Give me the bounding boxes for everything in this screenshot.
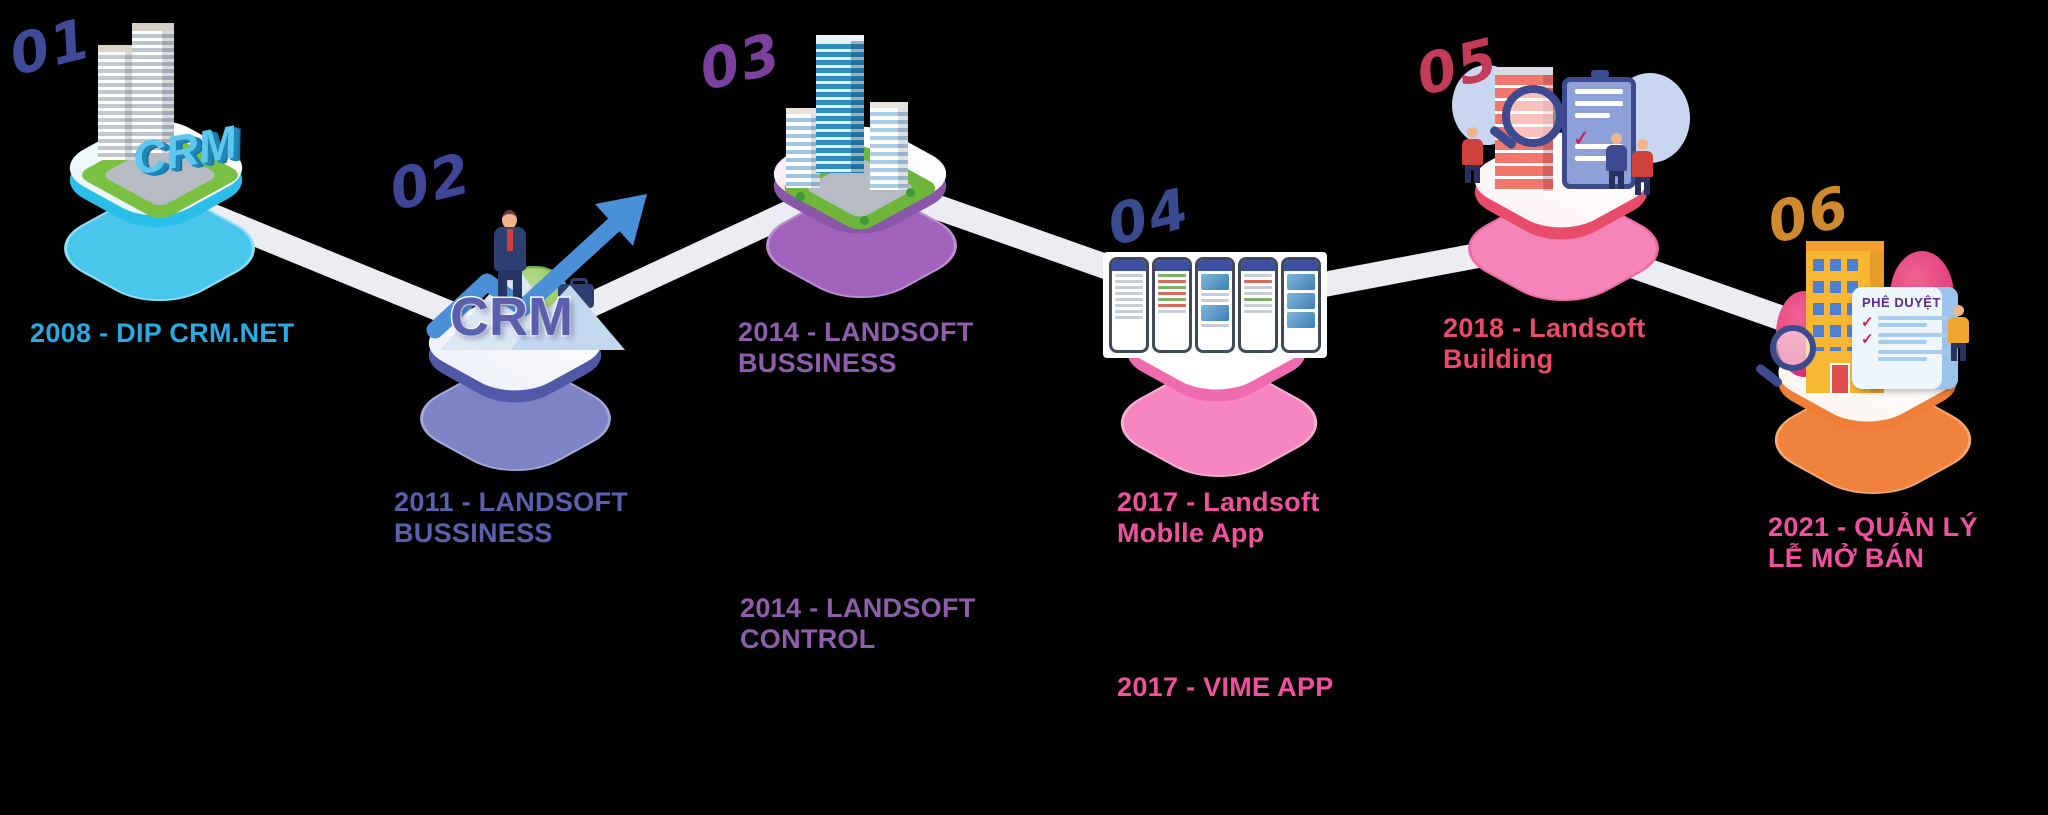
- step-number: 03: [693, 21, 789, 104]
- tree-icon: [860, 216, 869, 225]
- label-line: 2014 - LANDSOFT: [740, 593, 976, 623]
- approval-title: PHÊ DUYỆT: [1862, 295, 1941, 310]
- tree-icon: [796, 192, 805, 201]
- milestone-2008: 01 CRM 2008 - DIP CRM.NET: [3, 6, 350, 360]
- phone-mockup: [1281, 257, 1321, 353]
- app-header: [1112, 260, 1146, 271]
- label-line: BUSSINESS: [394, 518, 553, 548]
- milestone-label: 2018 - Landsoft Building: [1443, 313, 1646, 375]
- milestone-label: 2017 - VIME APP: [1117, 672, 1334, 703]
- milestone-label: 2014 - LANDSOFT BUSSINESS: [738, 317, 974, 379]
- label-line: Building: [1443, 344, 1554, 374]
- office-tower-icon: [98, 45, 136, 160]
- label-line: 2011 - LANDSOFT: [394, 487, 629, 517]
- milestone-2014: 03 2014 - LANDSOFT BUSSINESS 2014 - LAND…: [693, 21, 1030, 675]
- label-line: 2017 - Landsoft: [1117, 487, 1320, 517]
- milestone-label: 2011 - LANDSOFT BUSSINESS: [394, 487, 628, 549]
- checkmark-icon: ✓: [1571, 127, 1591, 151]
- milestone-2018: 05 ✓ 2018 - Landsoft Building: [1410, 25, 1720, 390]
- app-header: [1284, 260, 1318, 271]
- thumbnail: [1201, 274, 1229, 290]
- red-tie: [507, 229, 513, 251]
- approval-scroll: PHÊ DUYỆT ✓ ✓: [1852, 287, 1958, 389]
- checkmark-icon: ✓: [1861, 331, 1874, 348]
- milestone-label: 2017 - Landsoft Moblle App: [1117, 487, 1320, 549]
- milestone-2017: 04: [1090, 176, 1430, 725]
- phone-mockup: [1152, 257, 1192, 353]
- milestone-2011: 02 CRM 2011 - LANDSOFT BUSSINESS: [383, 141, 700, 580]
- app-header: [1198, 260, 1232, 271]
- milestone-label: 2008 - DIP CRM.NET: [30, 318, 294, 349]
- person-figure: [1606, 133, 1627, 189]
- magnifier-icon: [1502, 85, 1564, 147]
- milestone-2021: 06 PHÊ DUYỆT ✓ ✓ 2021 - QUẢN LÝ LỄ MỞ BÁ…: [1740, 174, 2048, 600]
- building-photo: [1287, 293, 1315, 309]
- person-head: [502, 210, 517, 229]
- step-number: 04: [1101, 176, 1197, 259]
- milestone-label: 2021 - QUẢN LÝ LỄ MỞ BÁN: [1768, 512, 1978, 574]
- app-header: [1155, 260, 1189, 271]
- office-tower-icon: [786, 108, 820, 188]
- milestone-label: 2014 - LANDSOFT CONTROL: [740, 593, 976, 655]
- checkmark-icon: ✓: [1861, 314, 1874, 331]
- label-line: 2018 - Landsoft: [1443, 313, 1646, 343]
- label-line: 2021 - QUẢN LÝ: [1768, 512, 1978, 542]
- thumbnail: [1201, 305, 1229, 321]
- crm-wordmark: CRM: [449, 286, 575, 349]
- office-tower-icon: [132, 23, 174, 153]
- person-figure: [1462, 127, 1483, 183]
- label-line: LỄ MỞ BÁN: [1768, 543, 1925, 573]
- door: [1830, 363, 1850, 395]
- mobile-screens-panel: [1103, 252, 1327, 358]
- person-figure: [1632, 139, 1653, 195]
- app-header: [1241, 260, 1275, 271]
- glass-tower-icon: [816, 35, 864, 173]
- magnifier-icon: [1770, 325, 1816, 371]
- worker-figure: [1948, 305, 1969, 361]
- building-photo: [1287, 312, 1315, 328]
- phone-mockup: [1109, 257, 1149, 353]
- label-line: Moblle App: [1117, 518, 1265, 548]
- label-line: BUSSINESS: [738, 348, 897, 378]
- tree-icon: [906, 188, 915, 197]
- label-line: 2014 - LANDSOFT: [738, 317, 974, 347]
- phone-mockup: [1195, 257, 1235, 353]
- step-number: 01: [3, 6, 99, 89]
- businessman-figure: [490, 210, 530, 310]
- phone-mockup: [1238, 257, 1278, 353]
- label-line: 2008 - DIP CRM.NET: [30, 318, 295, 348]
- label-line: 2017 - VIME APP: [1117, 672, 1334, 702]
- building-photo: [1287, 274, 1315, 290]
- office-tower-icon: [870, 102, 908, 190]
- label-line: CONTROL: [740, 624, 876, 654]
